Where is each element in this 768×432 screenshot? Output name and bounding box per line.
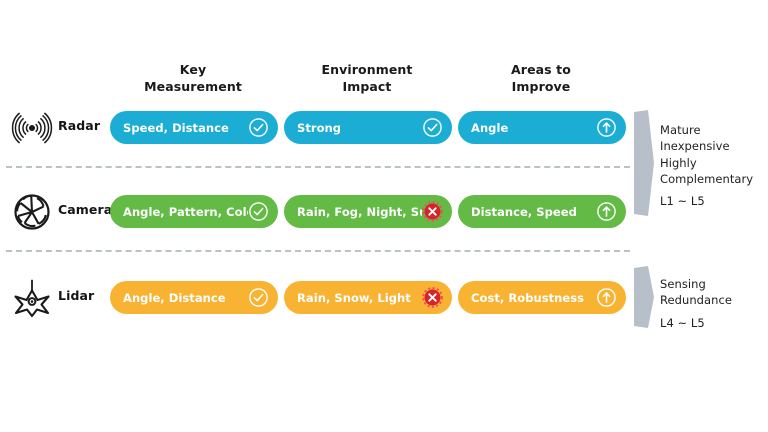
lidar-group-note: Sensing Redundance L4 ~ L5 xyxy=(660,276,768,331)
table-row-lidar: Lidar Angle, Distance Rain, Snow, Light … xyxy=(0,274,768,326)
sensor-label-lidar: Lidar xyxy=(58,288,95,303)
pill-lidar-environment-impact[interactable]: Rain, Snow, Light xyxy=(284,281,452,314)
pill-text: Rain, Snow, Light xyxy=(297,290,411,305)
pill-lidar-key-measurement[interactable]: Angle, Distance xyxy=(110,281,278,314)
pill-text: Rain, Fog, Night, Sun xyxy=(297,204,422,219)
check-icon xyxy=(422,117,443,138)
note-lines: Mature Inexpensive Highly Complementary xyxy=(660,123,754,186)
note-level: L1 ~ L5 xyxy=(660,194,705,209)
pill-camera-key-measurement[interactable]: Angle, Pattern, Color xyxy=(110,195,278,228)
sensor-label-camera: Camera xyxy=(58,202,113,217)
camera-aperture-icon xyxy=(10,190,54,234)
check-icon xyxy=(248,287,269,308)
table-row-camera: Camera Angle, Pattern, Color Rain, Fog, … xyxy=(0,188,768,240)
column-header-environment-impact: Environment Impact xyxy=(321,62,413,94)
sensor-label-radar: Radar xyxy=(58,118,101,133)
radar-waves-icon xyxy=(10,106,54,150)
arrow-up-icon xyxy=(596,117,617,138)
pill-camera-areas-to-improve[interactable]: Distance, Speed xyxy=(458,195,626,228)
note-level: L4 ~ L5 xyxy=(660,315,705,330)
arrow-up-icon xyxy=(596,201,617,222)
pill-text: Angle, Pattern, Color xyxy=(123,204,248,219)
row-divider xyxy=(6,250,630,252)
lidar-starburst-icon xyxy=(10,276,54,320)
pill-radar-key-measurement[interactable]: Speed, Distance xyxy=(110,111,278,144)
check-icon xyxy=(248,201,269,222)
column-header-areas-to-improve: Areas to Improve xyxy=(511,62,571,94)
cross-icon xyxy=(422,287,443,308)
pill-lidar-areas-to-improve[interactable]: Cost, Robustness xyxy=(458,281,626,314)
pill-radar-environment-impact[interactable]: Strong xyxy=(284,111,452,144)
radar-group-arrow-icon xyxy=(633,110,655,216)
pill-text: Speed, Distance xyxy=(123,120,229,135)
pill-text: Strong xyxy=(297,120,342,135)
pill-radar-areas-to-improve[interactable]: Angle xyxy=(458,111,626,144)
check-icon xyxy=(248,117,269,138)
arrow-up-icon xyxy=(596,287,617,308)
lidar-group-arrow-icon xyxy=(633,266,655,328)
row-divider xyxy=(6,166,630,168)
pill-text: Angle, Distance xyxy=(123,290,226,305)
cross-icon xyxy=(422,201,443,222)
table-row-radar: Radar Speed, Distance Strong Angle xyxy=(0,104,768,156)
column-header-key-measurement: Key Measurement xyxy=(144,62,242,94)
pill-text: Cost, Robustness xyxy=(471,290,585,305)
radar-group-note: Mature Inexpensive Highly Complementary … xyxy=(660,122,768,210)
pill-text: Angle xyxy=(471,120,509,135)
pill-camera-environment-impact[interactable]: Rain, Fog, Night, Sun xyxy=(284,195,452,228)
note-lines: Sensing Redundance xyxy=(660,277,732,308)
pill-text: Distance, Speed xyxy=(471,204,577,219)
